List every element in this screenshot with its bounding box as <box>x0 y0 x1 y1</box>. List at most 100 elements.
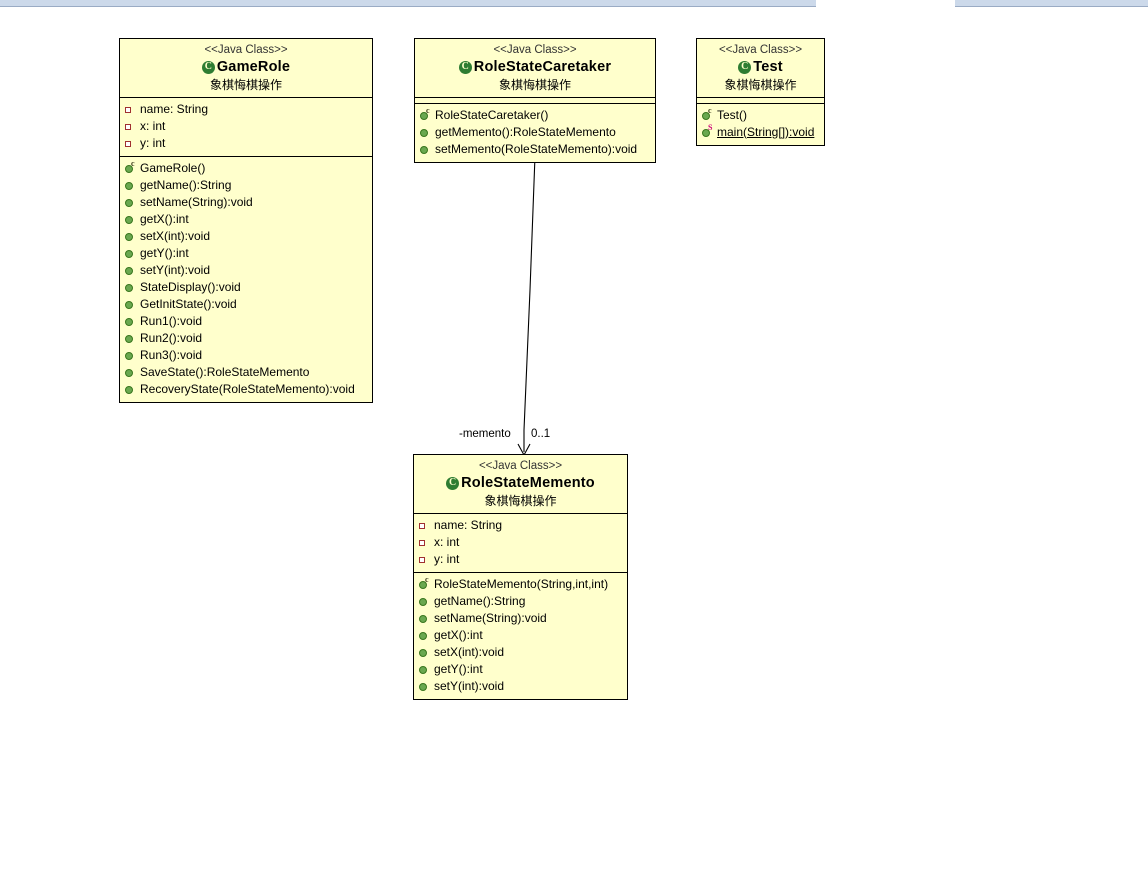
public-method-icon <box>125 196 136 209</box>
static-method-icon: S <box>702 123 713 139</box>
attribute-row[interactable]: x: int <box>120 118 372 135</box>
class-name: Test <box>753 59 783 76</box>
attribute-row[interactable]: name: String <box>120 101 372 118</box>
method-label: setX(int):void <box>140 228 211 243</box>
public-method-icon <box>419 595 430 608</box>
method-label: getX():int <box>434 627 483 642</box>
methods-compartment: c GameRole() getName():String setName(St… <box>120 157 372 402</box>
method-row[interactable]: setMemento(RoleStateMemento):void <box>415 141 655 158</box>
method-row[interactable]: Run3():void <box>120 347 372 364</box>
method-row[interactable]: setY(int):void <box>120 262 372 279</box>
method-label: getY():int <box>140 245 189 260</box>
method-row[interactable]: SaveState():RoleStateMemento <box>120 364 372 381</box>
java-class-icon <box>446 476 460 490</box>
attribute-row[interactable]: y: int <box>120 135 372 152</box>
method-row[interactable]: S main(String[]):void <box>697 123 824 141</box>
method-label: setY(int):void <box>434 678 505 693</box>
method-label: setMemento(RoleStateMemento):void <box>435 141 638 156</box>
method-row[interactable]: setX(int):void <box>120 228 372 245</box>
class-subtitle: 象棋悔棋操作 <box>484 493 557 508</box>
method-row[interactable]: c Test() <box>697 106 824 124</box>
uml-class-role-state-caretaker[interactable]: <<Java Class>> RoleStateCaretaker 象棋悔棋操作… <box>414 38 656 163</box>
public-method-icon <box>125 264 136 277</box>
class-header: <<Java Class>> RoleStateMemento 象棋悔棋操作 <box>414 455 627 514</box>
constructor-icon: c <box>125 159 136 175</box>
methods-compartment: c RoleStateMemento(String,int,int) getNa… <box>414 573 627 699</box>
method-row[interactable]: getX():int <box>120 211 372 228</box>
private-field-icon <box>419 536 430 549</box>
attribute-row[interactable]: name: String <box>414 517 627 534</box>
uml-class-role-state-memento[interactable]: <<Java Class>> RoleStateMemento 象棋悔棋操作 n… <box>413 454 628 700</box>
method-row[interactable]: setX(int):void <box>414 644 627 661</box>
class-stereotype: <<Java Class>> <box>478 460 563 472</box>
public-method-icon <box>419 663 430 676</box>
method-label: getY():int <box>434 661 483 676</box>
method-row[interactable]: setName(String):void <box>414 610 627 627</box>
method-label: GameRole() <box>140 160 206 175</box>
method-row[interactable]: getX():int <box>414 627 627 644</box>
method-row[interactable]: Run2():void <box>120 330 372 347</box>
class-stereotype: <<Java Class>> <box>718 44 803 56</box>
uml-class-game-role[interactable]: <<Java Class>> GameRole 象棋悔棋操作 name: Str… <box>119 38 373 403</box>
uml-class-test[interactable]: <<Java Class>> Test 象棋悔棋操作 c Test() S ma… <box>696 38 825 146</box>
java-class-icon <box>738 60 752 74</box>
public-method-icon <box>125 281 136 294</box>
window-chrome-bar-right <box>955 0 1148 7</box>
public-method-icon <box>419 646 430 659</box>
method-row[interactable]: getY():int <box>414 661 627 678</box>
public-method-icon <box>419 680 430 693</box>
private-field-icon <box>125 103 136 116</box>
method-row[interactable]: getName():String <box>120 177 372 194</box>
method-label: getMemento():RoleStateMemento <box>435 124 616 139</box>
method-row[interactable]: setName(String):void <box>120 194 372 211</box>
association-multiplicity-label: 0..1 <box>531 428 551 440</box>
public-method-icon <box>125 349 136 362</box>
method-row[interactable]: Run1():void <box>120 313 372 330</box>
method-label: SaveState():RoleStateMemento <box>140 364 310 379</box>
constructor-icon: c <box>702 106 713 122</box>
method-label: getX():int <box>140 211 189 226</box>
method-row[interactable]: c GameRole() <box>120 159 372 177</box>
attribute-label: name: String <box>434 517 503 532</box>
public-method-icon <box>125 366 136 379</box>
association-line-caretaker-memento <box>523 155 536 452</box>
method-row[interactable]: c RoleStateCaretaker() <box>415 106 655 124</box>
method-row[interactable]: getName():String <box>414 593 627 610</box>
method-label: setY(int):void <box>140 262 211 277</box>
class-header: <<Java Class>> Test 象棋悔棋操作 <box>697 39 824 98</box>
method-label: Test() <box>717 107 747 122</box>
methods-compartment: c Test() S main(String[]):void <box>697 104 824 145</box>
attribute-label: x: int <box>140 118 166 133</box>
method-row[interactable]: getMemento():RoleStateMemento <box>415 124 655 141</box>
private-field-icon <box>125 120 136 133</box>
association-role-label: -memento <box>459 428 511 440</box>
class-stereotype: <<Java Class>> <box>204 44 288 56</box>
class-name: GameRole <box>216 59 291 76</box>
method-label: GetInitState():void <box>140 296 237 311</box>
public-method-icon <box>419 612 430 625</box>
attribute-row[interactable]: y: int <box>414 551 627 568</box>
private-field-icon <box>419 553 430 566</box>
attributes-compartment: name: String x: int y: int <box>120 98 372 157</box>
method-row[interactable]: setY(int):void <box>414 678 627 695</box>
method-row[interactable]: c RoleStateMemento(String,int,int) <box>414 575 627 593</box>
method-label: StateDisplay():void <box>140 279 241 294</box>
public-method-icon <box>125 383 136 396</box>
attributes-compartment-empty <box>697 98 824 104</box>
class-subtitle: 象棋悔棋操作 <box>209 77 282 92</box>
public-method-icon <box>125 315 136 328</box>
class-subtitle: 象棋悔棋操作 <box>498 77 571 92</box>
java-class-icon <box>201 60 215 74</box>
public-method-icon <box>125 230 136 243</box>
method-row[interactable]: RecoveryState(RoleStateMemento):void <box>120 381 372 398</box>
method-row[interactable]: StateDisplay():void <box>120 279 372 296</box>
class-header: <<Java Class>> RoleStateCaretaker 象棋悔棋操作 <box>415 39 655 98</box>
class-name: RoleStateCaretaker <box>473 59 612 76</box>
method-label: Run3():void <box>140 347 203 362</box>
attributes-compartment-empty <box>415 98 655 104</box>
attribute-label: y: int <box>140 135 166 150</box>
method-row[interactable]: getY():int <box>120 245 372 262</box>
attribute-row[interactable]: x: int <box>414 534 627 551</box>
method-row[interactable]: GetInitState():void <box>120 296 372 313</box>
method-label: RecoveryState(RoleStateMemento):void <box>140 381 355 396</box>
